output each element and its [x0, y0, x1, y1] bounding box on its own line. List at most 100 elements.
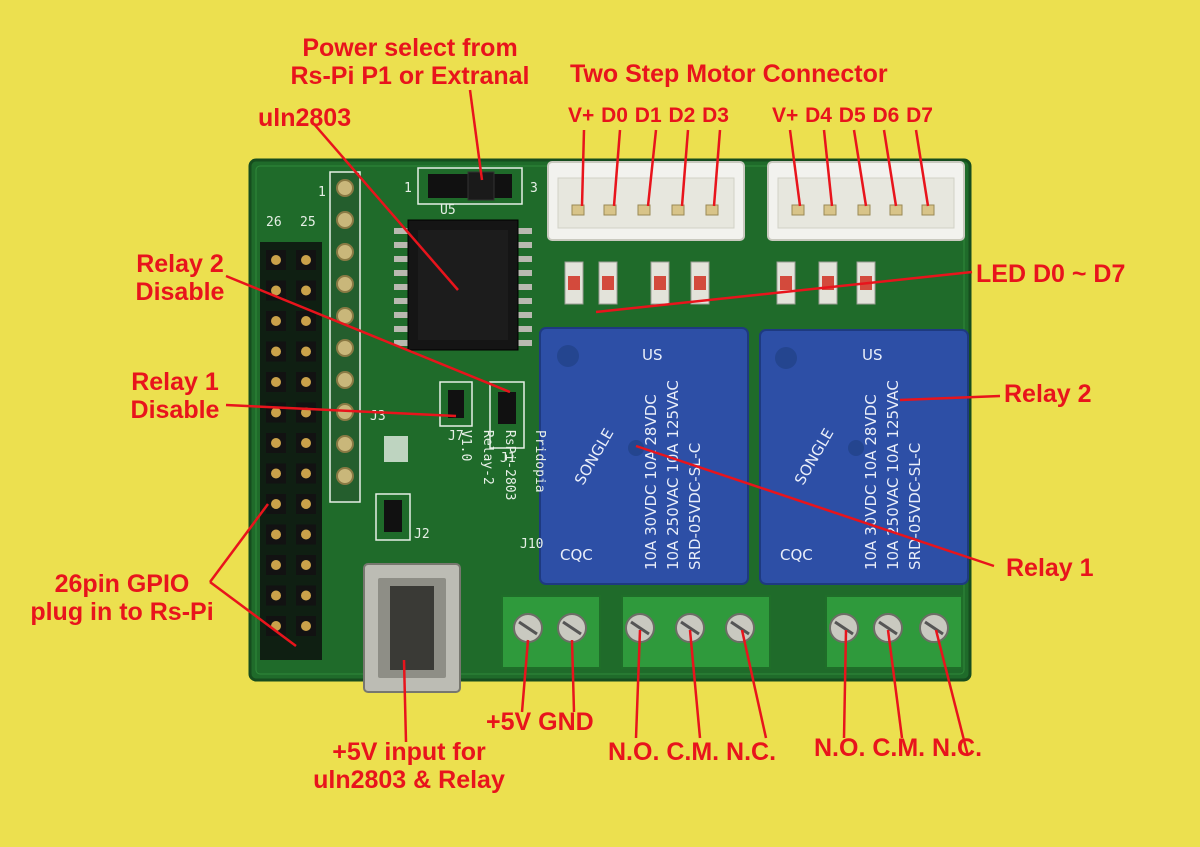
- j10-header: [329, 171, 361, 503]
- gpio-pin-tip: [271, 255, 281, 265]
- relay-1: [539, 327, 749, 585]
- uln2803-chip: U5: [394, 203, 532, 351]
- screw-slot: [730, 620, 750, 636]
- gpio-pin-tip: [301, 529, 311, 540]
- silk-board-model: RsPi-2803: [502, 430, 517, 500]
- connector-pin: [671, 204, 685, 216]
- gpio-pin-tip: [271, 468, 281, 479]
- led-lens: [780, 276, 792, 290]
- gpio-pin-tip: [271, 438, 281, 448]
- screw-slot: [834, 620, 854, 636]
- chip-leg: [394, 284, 410, 290]
- gpio-pin-tip: [271, 316, 281, 326]
- j10-pin: [336, 179, 354, 197]
- silk-pin1: 1: [318, 185, 326, 200]
- relay-2: [759, 329, 969, 585]
- screw-slot: [924, 620, 944, 636]
- silk-pin26: 26: [266, 215, 282, 230]
- label-power-select: Power select from Rs-Pi P1 or Extranal: [290, 34, 530, 90]
- connector-pin: [823, 204, 837, 216]
- chip-leg: [516, 340, 532, 346]
- chip-leg: [516, 270, 532, 276]
- chip-leg: [394, 228, 410, 234]
- relay1-disable-jumper: [439, 381, 473, 427]
- gpio-pin-tip: [271, 560, 281, 570]
- led-lens: [694, 276, 706, 290]
- gpio-pin-tip: [301, 438, 311, 448]
- relay1-cqc-text: CQC: [560, 546, 593, 564]
- silk-board-sub: Relay-2: [480, 430, 495, 485]
- chip-leg: [516, 284, 532, 290]
- silk-pin25: 25: [300, 215, 316, 230]
- label-connector1-pins: V+ D0 D1 D2 D3: [568, 104, 729, 127]
- chip-leg: [516, 242, 532, 248]
- relay2-rating2-text: 10A 30VDC 10A 28VDC: [862, 394, 880, 570]
- chip-leg: [394, 326, 410, 332]
- j2-jumper: [375, 493, 411, 541]
- leader-lines: [208, 89, 1001, 757]
- connector-pin: [921, 204, 935, 216]
- relay1-model-text: SRD-05VDC-SL-C: [686, 443, 704, 570]
- silk-j2: J2: [414, 527, 430, 542]
- label-gpio: 26pin GPIO plug in to Rs-Pi: [30, 570, 214, 626]
- connector-pin: [857, 204, 871, 216]
- screw-slot: [630, 620, 650, 636]
- relay2-disable-jumper: [489, 381, 525, 449]
- label-uln2803: uln2803: [258, 104, 352, 132]
- relay2-cert-text: US: [862, 346, 883, 364]
- screw-slot: [878, 620, 898, 636]
- motor-connector-1: [547, 161, 745, 241]
- label-relay2: Relay 2: [1004, 380, 1092, 408]
- label-5v-gnd: +5V GND: [486, 708, 594, 736]
- silk-j1: J1: [500, 451, 516, 466]
- gpio-pin-tip: [301, 377, 311, 387]
- gpio-pin-tip: [301, 255, 311, 265]
- gpio-pin-tip: [271, 346, 281, 357]
- chip-leg: [394, 340, 410, 346]
- gpio-pin-tip: [301, 499, 311, 509]
- gpio-header: [260, 242, 322, 660]
- label-relay1-disable: Relay 1 Disable: [130, 368, 220, 424]
- j10-pin: [336, 211, 354, 229]
- silk-version: V1.0: [458, 430, 473, 461]
- label-5v-input: +5V input for uln2803 & Relay: [313, 738, 505, 794]
- label-led: LED D0 ~ D7: [976, 260, 1126, 288]
- j10-pin: [336, 339, 354, 357]
- chip-leg: [394, 312, 410, 318]
- gpio-pin-tip: [301, 590, 311, 601]
- gpio-pin-tip: [301, 560, 311, 570]
- relay2-model-text: SRD-05VDC-SL-C: [906, 443, 924, 570]
- chip-leg: [394, 270, 410, 276]
- chip-leg: [516, 312, 532, 318]
- j10-pin: [336, 275, 354, 293]
- chip-leg: [516, 228, 532, 234]
- label-relay2-terminals: N.O. C.M. N.C.: [814, 734, 983, 762]
- j10-pin: [336, 435, 354, 453]
- relay1-rating1-text: 10A 250VAC 10A 125VAC: [664, 380, 682, 570]
- relay1-rating2-text: 10A 30VDC 10A 28VDC: [642, 394, 660, 570]
- chip-leg: [516, 326, 532, 332]
- connector-pin: [705, 204, 719, 216]
- screw-slot: [562, 620, 582, 636]
- silk-jp-right: 3: [530, 181, 538, 196]
- connector-pin: [791, 204, 805, 216]
- gpio-pin-tip: [301, 346, 311, 357]
- relay2-rating1-text: 10A 250VAC 10A 125VAC: [884, 380, 902, 570]
- u5-silk: U5: [440, 203, 456, 218]
- led-lens: [568, 276, 580, 290]
- gpio-pin-tip: [271, 590, 281, 601]
- gpio-pin-tip: [271, 499, 281, 509]
- led-lens: [602, 276, 614, 290]
- relay1-cert-text: US: [642, 346, 663, 364]
- led-lens: [654, 276, 666, 290]
- label-connector2-pins: V+ D4 D5 D6 D7: [772, 104, 933, 127]
- silk-board-name: Pridopia: [532, 430, 547, 493]
- silk-j10: J10: [520, 537, 543, 552]
- screw-slot: [518, 620, 538, 636]
- label-relay1: Relay 1: [1006, 554, 1094, 582]
- screw-slot: [680, 620, 700, 636]
- mini-usb-port: [363, 563, 461, 693]
- label-relay1-terminals: N.O. C.M. N.C.: [608, 738, 777, 766]
